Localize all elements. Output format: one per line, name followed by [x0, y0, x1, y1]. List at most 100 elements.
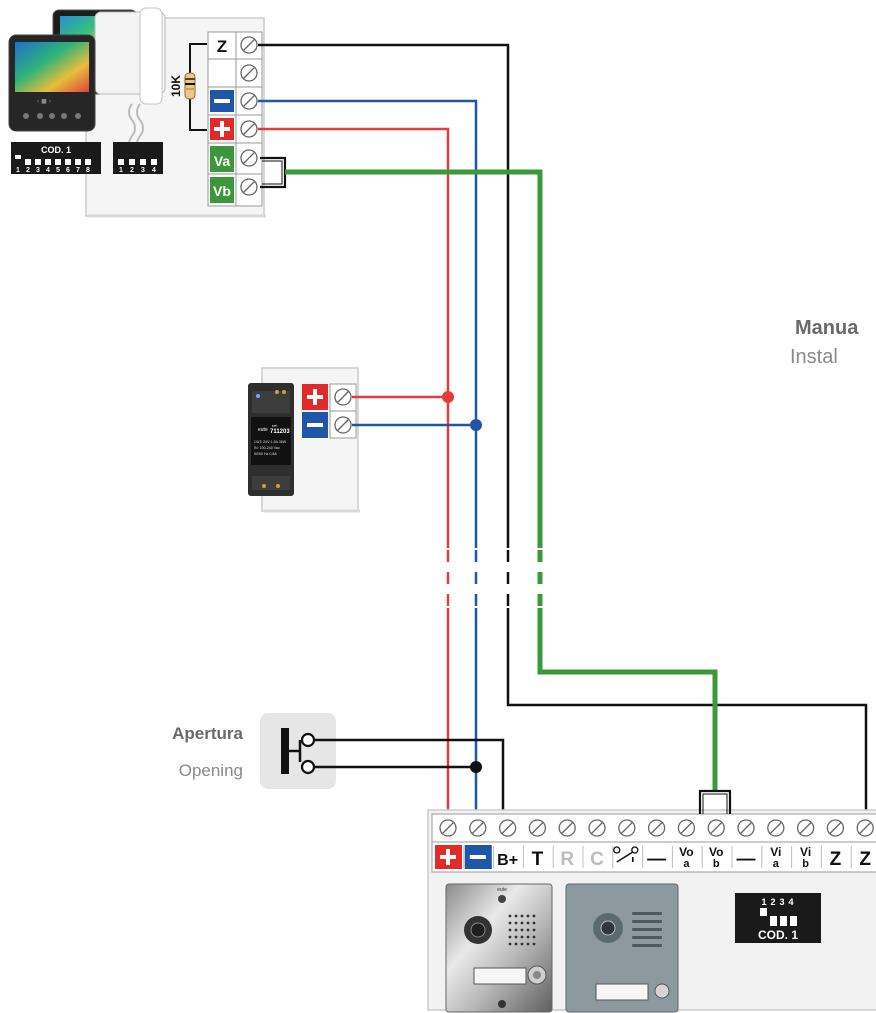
panel-screw-slot	[709, 821, 723, 835]
panel-terminal-sublabel: b	[802, 858, 809, 870]
dip8-n5: 5	[56, 167, 60, 174]
panel-terminal-label: —	[737, 849, 756, 870]
dip4-n4: 4	[152, 167, 156, 174]
minus-icon	[214, 99, 230, 103]
panel-terminal-sublabel: a	[683, 858, 690, 870]
dip8-n1: 1	[16, 167, 20, 174]
svg-text:‹ ■ ›: ‹ ■ ›	[37, 98, 51, 105]
terminal-vb-label: Vb	[213, 183, 231, 199]
panel-terminal-label: Vo	[679, 845, 693, 859]
power-supply-box: eute ref. 711203 OUT: 24V 1,5A 36W IN: 1…	[248, 367, 360, 513]
panel-terminal-label: Vi	[800, 845, 811, 859]
panel-dip-n4: 4	[788, 897, 793, 907]
panel-screw-slot	[679, 821, 693, 835]
psu-spec-2: IN: 100-240 Vac	[254, 446, 280, 450]
panel-terminal-label: Vo	[709, 845, 723, 859]
monitor-dip-code: COD. 1	[41, 145, 71, 155]
monitor-front: ‹ ■ ›	[8, 34, 96, 132]
dip8-n4: 4	[46, 167, 50, 174]
panel-terminal-label: T	[532, 849, 544, 870]
dip8-n8: 8	[86, 167, 90, 174]
panel-screw-slot	[501, 821, 515, 835]
entrance-panel-steel: eute	[445, 883, 553, 1013]
panel-screw-slot	[471, 821, 485, 835]
panel-screw-slot	[620, 821, 634, 835]
dip8-n7: 7	[76, 167, 80, 174]
panel-terminal-12: Via	[761, 845, 781, 870]
panel-terminal-9: Voa	[671, 845, 694, 870]
panel-terminal-3: B+	[493, 846, 518, 869]
panel-terminal-4: T	[522, 846, 544, 870]
blue-junction	[470, 419, 482, 431]
manual-subtitle: Instal	[790, 346, 838, 368]
wire-break	[430, 548, 560, 608]
panel-terminal-14: Z	[820, 846, 842, 870]
panel-dip-switch: 1 2 3 4 COD. 1	[735, 893, 821, 943]
panel-screw-slot	[441, 821, 455, 835]
panel-terminal-sublabel: a	[773, 858, 780, 870]
panel-terminal-6: C	[582, 846, 604, 870]
psu-wires	[352, 395, 476, 427]
top-terminal-block: Z Va Vb	[207, 31, 287, 207]
vo-bridge	[698, 789, 732, 814]
panel-terminal-label: B+	[497, 852, 518, 869]
panel-terminal-label: Z	[830, 849, 842, 870]
panel-terminal-label: Z	[859, 849, 871, 870]
panel-terminal-10: Vob	[701, 845, 723, 870]
panel-terminal-2	[463, 845, 492, 869]
terminal-z-label: Z	[217, 37, 227, 56]
opening-subtitle: Opening	[179, 761, 243, 780]
panel-terminal-label: R	[560, 849, 574, 870]
opening-wires	[314, 738, 505, 812]
panel-terminal-5: R	[552, 846, 574, 870]
panel-screws	[439, 819, 874, 837]
panel-terminal-7	[612, 846, 639, 868]
dip4-n1: 1	[119, 167, 123, 174]
panel-terminal-1	[435, 845, 462, 869]
panel-screw-slot	[828, 821, 842, 835]
dip8-n6: 6	[66, 167, 70, 174]
panel-screw-slot	[590, 821, 604, 835]
dip8-n2: 2	[26, 167, 30, 174]
dip4-n3: 3	[141, 167, 145, 174]
resistor-label: 10K	[169, 75, 183, 97]
opening-title: Apertura	[172, 724, 243, 743]
panel-screw-slot	[530, 821, 544, 835]
panel-terminal-8: —	[642, 846, 666, 870]
panel-screw-slot	[650, 821, 664, 835]
monitor-dip-switch-8: COD. 1 1 2 3 4 5 6 7 8	[11, 142, 101, 174]
psu-spec-3: 50/60 Hz 0,8A	[254, 452, 277, 456]
panel-dip-n2: 2	[770, 897, 775, 907]
panel-screw-slot	[769, 821, 783, 835]
panel-brand: eute	[497, 887, 507, 893]
monitor-dip-switch-4: 1 2 3 4	[113, 142, 163, 174]
panel-screw-slot	[739, 821, 753, 835]
opening-button	[260, 713, 336, 789]
panel-terminal-label: Vi	[770, 845, 781, 859]
dip4-n2: 2	[130, 167, 134, 174]
psu-ref: 711203	[270, 429, 290, 435]
dip8-n3: 3	[36, 167, 40, 174]
terminal-va-label: Va	[214, 153, 231, 169]
manual-title: Manua	[795, 317, 859, 339]
psu-ref-label: ref.	[272, 423, 278, 428]
psu-minus-icon	[307, 423, 323, 427]
red-junction	[442, 391, 454, 403]
panel-terminal-15: Z	[850, 846, 871, 870]
panel-screw-slot	[799, 821, 813, 835]
panel-terminal-13: Vib	[791, 845, 811, 870]
panel-terminal-sublabel: b	[713, 858, 720, 870]
panel-dip-n1: 1	[761, 897, 766, 907]
panel-dip-code: COD. 1	[758, 928, 798, 942]
psu-brand: eute	[258, 427, 268, 433]
entrance-panel-grey	[565, 883, 679, 1013]
psu-spec-1: OUT: 24V 1,5A 36W	[254, 440, 287, 444]
black-junction	[470, 761, 482, 773]
panel-dip-n3: 3	[779, 897, 784, 907]
panel-screw-slot	[858, 821, 872, 835]
panel-terminal-label: C	[590, 849, 604, 870]
handset-monitor	[94, 7, 166, 153]
resistor: 10K	[169, 43, 207, 131]
